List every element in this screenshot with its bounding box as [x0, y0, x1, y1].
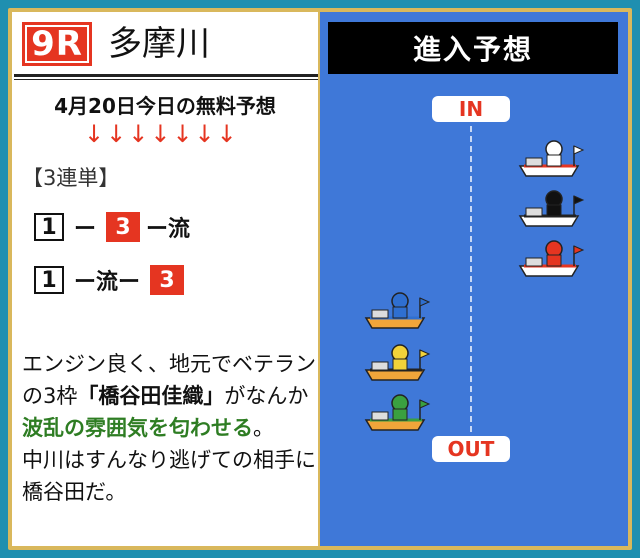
- in-label: IN: [432, 96, 510, 122]
- boat-green-icon: [364, 394, 431, 431]
- bet-line-2: 1 ー流ー 3: [34, 264, 185, 296]
- boat-red-icon: [518, 240, 585, 277]
- bet-flow: ー流: [146, 217, 191, 242]
- comment-highlight: 波乱の雰囲気を匂わせる: [22, 416, 253, 440]
- title-divider-thin: [14, 79, 318, 80]
- boat-blue-icon: [364, 292, 431, 329]
- bet-line-1: 1 ー 3 ー流: [34, 211, 190, 243]
- boat-white-icon: [518, 140, 585, 177]
- bet-type-label: 【3連単】: [22, 166, 120, 190]
- title-divider: [14, 74, 318, 77]
- comment-racer-name: 「橋谷田佳織」: [77, 384, 225, 408]
- boat-number-1: 1: [34, 213, 64, 241]
- boat-number-1: 1: [34, 266, 64, 294]
- comment-text: エンジン良く、地元でベテランの3枠: [22, 352, 316, 408]
- boat-black-icon: [518, 190, 585, 227]
- race-number-badge: 9R: [22, 22, 92, 66]
- out-label: OUT: [432, 436, 510, 462]
- course-divider-line: [470, 126, 472, 432]
- boat-yellow-icon: [364, 344, 431, 381]
- date-heading: 4月20日今日の無料予想: [54, 94, 276, 118]
- entry-prediction-panel: 進入予想 IN OUT: [320, 12, 628, 546]
- boat-number-3: 3: [106, 212, 141, 242]
- race-comment: エンジン良く、地元でベテランの3枠「橋谷田佳織」がなんか波乱の雰囲気を匂わせる。…: [22, 348, 318, 508]
- prediction-panel: 9R 多摩川 4月20日今日の無料予想 ↓↓↓↓↓↓↓ 【3連単】 1 ー 3 …: [12, 12, 318, 546]
- comment-text: 中川はすんなり逃げての相手に橋谷田だ。: [22, 448, 316, 504]
- comment-text: 。: [253, 416, 274, 440]
- comment-text: がなんか: [224, 384, 309, 408]
- venue-name: 多摩川: [108, 24, 210, 64]
- bet-flow: ー流ー: [74, 270, 141, 295]
- bet-dash: ー: [74, 217, 97, 242]
- boat-number-3: 3: [150, 265, 185, 295]
- down-arrows-icon: ↓↓↓↓↓↓↓: [84, 120, 239, 148]
- entry-panel-title: 進入予想: [328, 22, 618, 74]
